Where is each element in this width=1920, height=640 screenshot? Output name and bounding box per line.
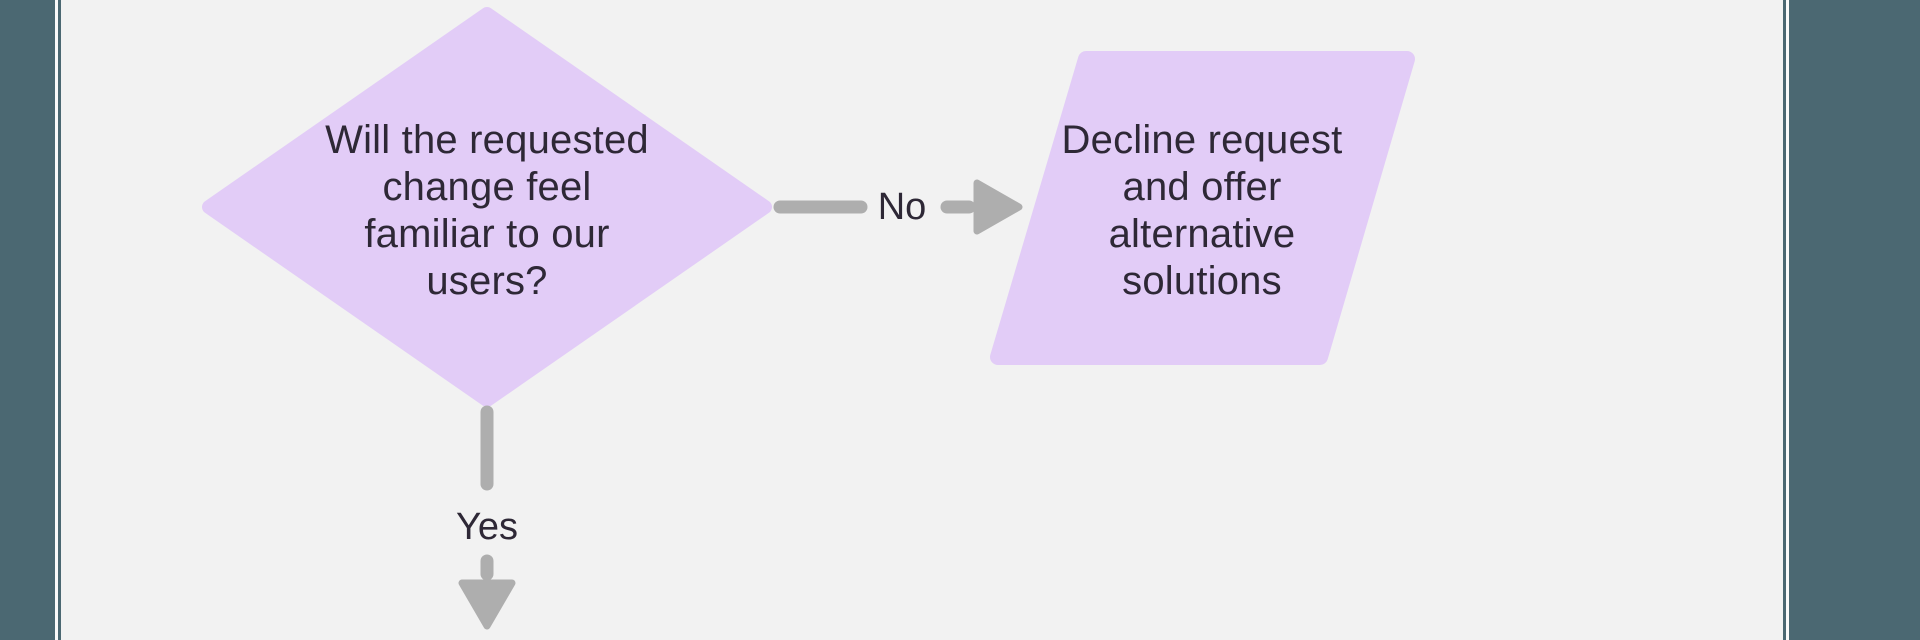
left-edge-panel: [0, 0, 55, 640]
label-line: solutions: [1122, 259, 1282, 303]
decision-diamond-label[interactable]: Will the requested change feel familiar …: [267, 117, 707, 305]
label-line: and offer: [1122, 165, 1282, 209]
label-line: users?: [426, 259, 548, 303]
label-line: Will the requested: [325, 118, 649, 162]
label-line: change feel: [382, 165, 592, 209]
yes-edge-label[interactable]: Yes: [456, 506, 518, 548]
decision-diamond-shape[interactable]: [202, 7, 772, 407]
label-line: Decline request: [1061, 118, 1343, 162]
frame-line-right-white: [1786, 0, 1789, 640]
decline-parallelogram-shape[interactable]: [990, 51, 1415, 365]
yes-connector-arrowhead-icon[interactable]: [458, 579, 516, 630]
frame-line-right-dark: [1783, 0, 1786, 640]
decline-parallelogram-label[interactable]: Decline request and offer alternative so…: [982, 117, 1422, 305]
frame-line-left-dark: [57, 0, 61, 640]
no-connector-arrowhead-icon[interactable]: [973, 179, 1023, 235]
no-edge-label[interactable]: No: [877, 186, 927, 228]
right-edge-panel: [1789, 0, 1920, 640]
label-line: alternative: [1108, 212, 1296, 256]
label-line: familiar to our: [364, 212, 610, 256]
frame-line-left-white: [55, 0, 58, 640]
